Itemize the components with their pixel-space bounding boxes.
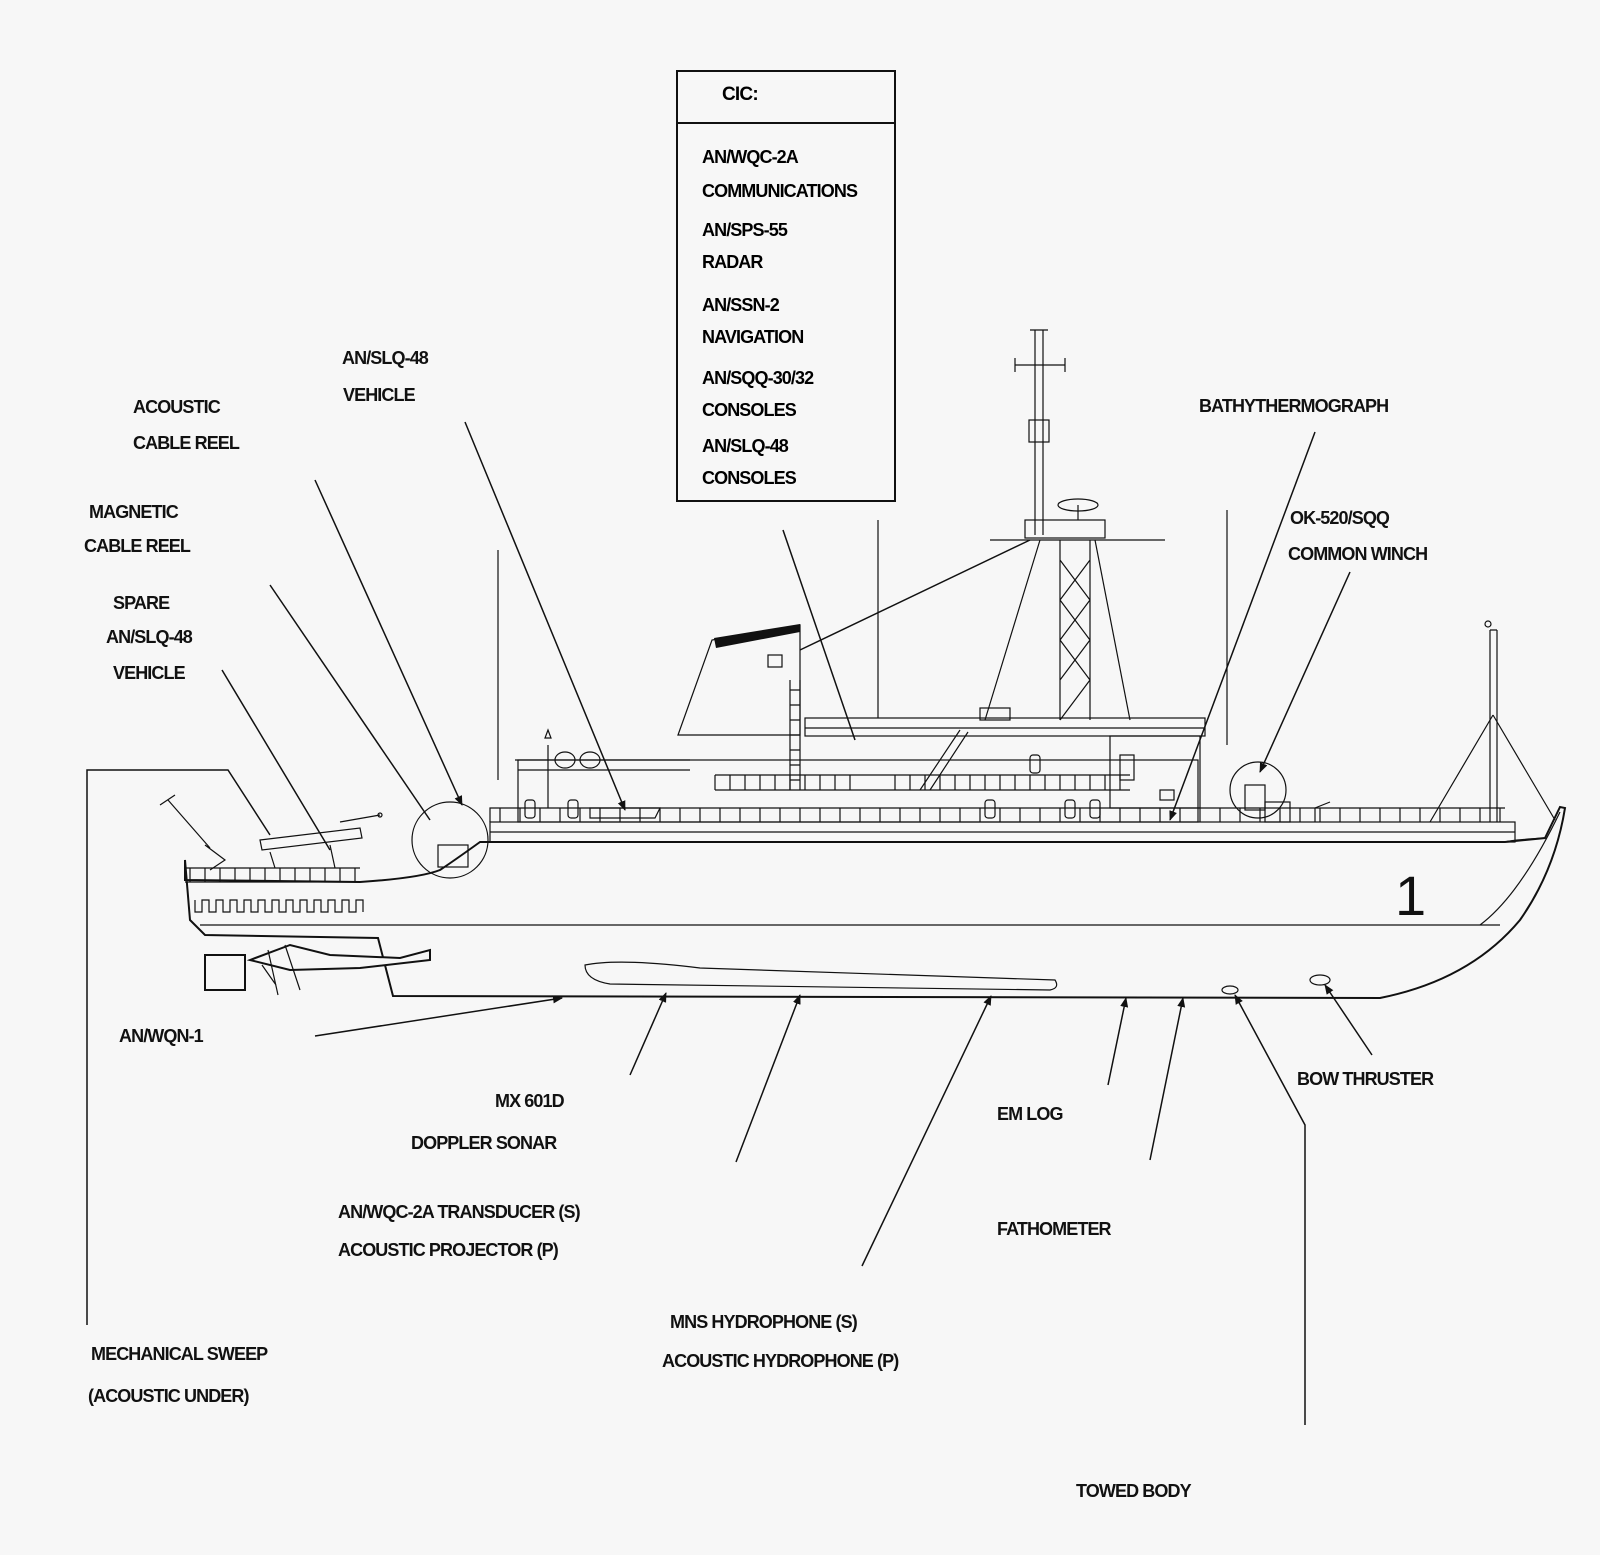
ship-hull <box>184 805 1567 1000</box>
label-spare-vehicle-line2: AN/SLQ-48 <box>106 627 193 647</box>
label-slq48-vehicle-line1: AN/SLQ-48 <box>342 348 429 368</box>
label-magnetic-cable-reel-line2: CABLE REEL <box>84 536 191 556</box>
label-acoustic-cable-reel-line2: CABLE REEL <box>133 433 240 453</box>
label-bow-thruster: BOW THRUSTER <box>1297 1069 1434 1089</box>
cic-item-sps55: AN/SPS-55 <box>702 220 788 240</box>
cic-item-ssn2: AN/SSN-2 <box>702 295 780 315</box>
label-wqc2a-transducer-line2: ACOUSTIC PROJECTOR (P) <box>338 1240 559 1260</box>
label-doppler-line1: MX 601D <box>495 1091 565 1111</box>
label-acoustic-cable-reel-line1: ACOUSTIC <box>133 397 221 417</box>
cic-title: CIC: <box>722 84 759 105</box>
cic-item-wqc2a: AN/WQC-2A <box>702 147 799 167</box>
cic-divider <box>678 122 894 124</box>
cic-item-navigation: NAVIGATION <box>702 327 804 347</box>
label-mns-hydrophone-line1: MNS HYDROPHONE (S) <box>670 1312 858 1332</box>
cic-item-consoles-2: CONSOLES <box>702 468 797 488</box>
label-mns-hydrophone-line2: ACOUSTIC HYDROPHONE (P) <box>662 1351 899 1371</box>
callout-lines <box>86 421 1373 1425</box>
cic-item-slq48: AN/SLQ-48 <box>702 436 789 456</box>
cic-item-radar: RADAR <box>702 252 763 272</box>
cic-item-consoles-1: CONSOLES <box>702 400 797 420</box>
label-common-winch-line1: OK-520/SQQ <box>1290 508 1390 528</box>
label-mechanical-sweep-line1: MECHANICAL SWEEP <box>91 1344 268 1364</box>
label-common-winch-line2: COMMON WINCH <box>1288 544 1428 564</box>
label-magnetic-cable-reel-line1: MAGNETIC <box>89 502 179 522</box>
label-mechanical-sweep-line2: (ACOUSTIC UNDER) <box>88 1386 249 1406</box>
label-slq48-vehicle-line2: VEHICLE <box>343 385 416 405</box>
label-wqc2a-transducer-line1: AN/WQC-2A TRANSDUCER (S) <box>338 1202 581 1222</box>
cic-item-sqq30-32: AN/SQQ-30/32 <box>702 368 814 388</box>
hull-number: 1 <box>1395 864 1426 927</box>
label-spare-vehicle-line1: SPARE <box>113 593 170 613</box>
label-spare-vehicle-line3: VEHICLE <box>113 663 186 683</box>
cic-equipment-box: CIC: AN/WQC-2A COMMUNICATIONS AN/SPS-55 … <box>676 70 896 502</box>
label-doppler-line2: DOPPLER SONAR <box>411 1133 557 1153</box>
label-towed-body: TOWED BODY <box>1076 1481 1192 1501</box>
cic-item-communications: COMMUNICATIONS <box>702 181 858 201</box>
label-em-log: EM LOG <box>997 1104 1064 1124</box>
ship-superstructure: 1 <box>159 329 1556 927</box>
label-fathometer: FATHOMETER <box>997 1219 1112 1239</box>
label-anwqn1: AN/WQN-1 <box>119 1026 204 1046</box>
label-bathythermograph: BATHYTHERMOGRAPH <box>1199 396 1389 416</box>
